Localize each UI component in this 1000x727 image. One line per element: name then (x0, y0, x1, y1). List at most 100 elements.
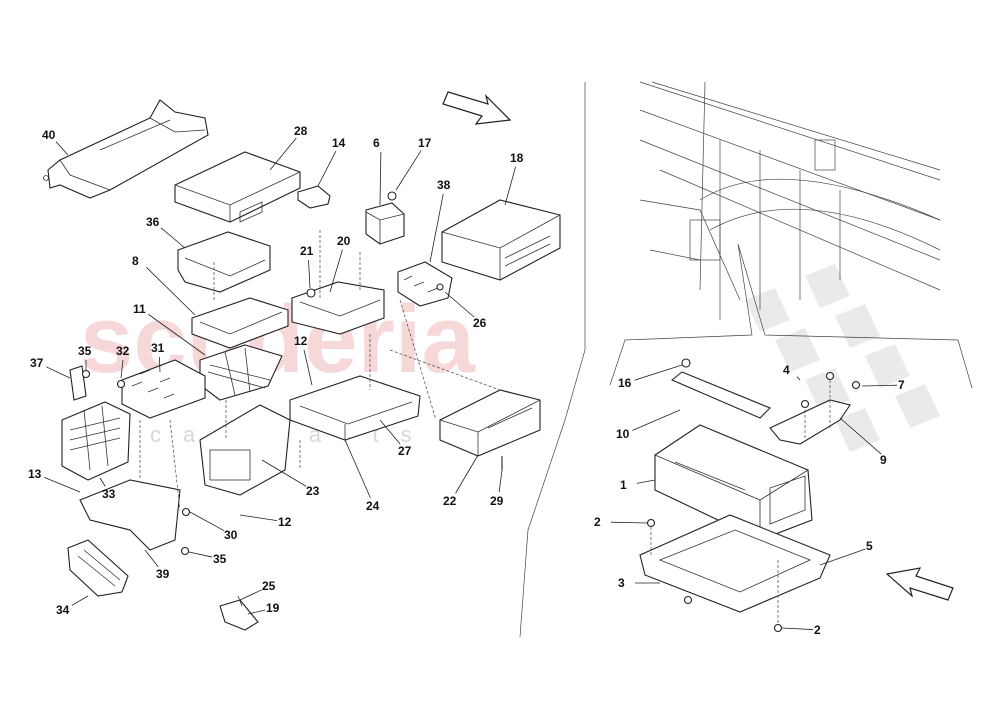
callout-35b: 35 (213, 552, 227, 566)
part-19-sensor (219, 595, 259, 631)
callout-21: 21 (300, 244, 314, 258)
part-28-module (174, 151, 301, 223)
assembly-lines (139, 230, 501, 511)
callout-1: 1 (620, 478, 627, 492)
callout-17: 17 (418, 136, 432, 150)
assembly-lines-right (650, 380, 831, 624)
part-8-control-unit (191, 297, 289, 349)
leader-line-27 (379, 419, 401, 445)
callout-8: 8 (132, 254, 139, 268)
callout-39: 39 (156, 567, 170, 581)
callout-36: 36 (146, 215, 160, 229)
leader-line-14 (317, 150, 337, 187)
leader-line-13 (44, 477, 81, 493)
part-35-screw (180, 546, 190, 556)
leader-line-20 (329, 249, 343, 293)
part-6-sensor (365, 202, 405, 245)
leader-line-37 (45, 366, 71, 379)
leader-line-4 (796, 376, 801, 381)
callout-2b: 2 (814, 623, 821, 637)
leader-line-12a (303, 349, 313, 386)
leader-line-32 (120, 359, 124, 379)
part-34-connector-block (67, 539, 129, 597)
callout-11: 11 (133, 302, 146, 316)
leader-lines (44, 137, 898, 630)
callout-29: 29 (490, 494, 504, 508)
part-4-nut (800, 399, 810, 409)
callout-22: 22 (443, 494, 457, 508)
part-2-screw (773, 623, 783, 633)
callout-30: 30 (224, 528, 238, 542)
callout-6: 6 (373, 136, 380, 150)
callout-7: 7 (898, 378, 905, 392)
section-divider-line (519, 82, 586, 638)
callout-2a: 2 (594, 515, 601, 529)
part-16-nut (681, 358, 691, 368)
leader-line-1 (636, 479, 656, 484)
part-17-nut (387, 191, 397, 201)
part-39-bracket (79, 479, 181, 551)
leader-line-28 (269, 137, 297, 171)
leader-line-24 (344, 439, 371, 498)
callout-26: 26 (473, 316, 487, 330)
detail-zoom-lines (609, 243, 973, 389)
leader-line-23 (261, 459, 307, 487)
callout-40: 40 (42, 128, 56, 142)
leader-line-16 (634, 364, 683, 381)
leader-line-11 (148, 313, 206, 356)
leader-line-30 (189, 511, 225, 532)
leader-line-26 (444, 291, 475, 318)
part-40-cover (43, 99, 209, 199)
leader-line-9 (839, 417, 882, 455)
callout-27: 27 (398, 444, 412, 458)
callout-16: 16 (618, 376, 632, 390)
leader-line-17 (395, 150, 422, 191)
callout-12a: 12 (294, 334, 308, 348)
callout-12b: 12 (278, 515, 292, 529)
leader-line-5 (819, 548, 866, 566)
leader-line-35b (188, 551, 213, 558)
part-4-nut (825, 371, 835, 381)
leader-line-8 (146, 267, 196, 316)
leader-line-34 (71, 595, 89, 606)
part-5-tray (639, 514, 831, 613)
leader-line-29 (498, 469, 503, 493)
callout-10: 10 (616, 427, 630, 441)
part-32-screw (116, 379, 126, 389)
callout-20: 20 (337, 234, 351, 248)
part-18-head-unit (441, 199, 561, 281)
part-23-plate (199, 404, 291, 496)
callout-4: 4 (783, 363, 790, 377)
leader-line-7 (861, 384, 898, 387)
callout-25: 25 (262, 579, 276, 593)
leader-line-6 (379, 151, 382, 206)
part-22-module (439, 389, 541, 457)
callout-33: 33 (102, 487, 116, 501)
leader-line-39 (144, 549, 159, 568)
callout-13: 13 (28, 467, 42, 481)
part-26-nut (436, 283, 444, 291)
leader-line-40 (55, 141, 69, 156)
checkered-flag-watermark (745, 264, 940, 452)
leader-line-2b (781, 627, 814, 630)
leader-line-10 (632, 409, 681, 431)
callout-5: 5 (866, 539, 873, 553)
callout-18: 18 (510, 151, 524, 165)
callout-3: 3 (618, 576, 625, 590)
callout-34: 34 (56, 603, 70, 617)
callout-9: 9 (880, 453, 887, 467)
leader-line-31 (158, 356, 161, 373)
leader-line-36 (160, 227, 186, 249)
leader-line-18 (504, 166, 516, 206)
leader-line-22 (455, 454, 479, 494)
callout-35a: 35 (78, 344, 92, 358)
leader-line-38 (429, 193, 444, 263)
callout-31: 31 (151, 341, 165, 355)
part-21-nut (306, 288, 316, 298)
callout-32: 32 (116, 344, 130, 358)
part-36-bracket (177, 231, 271, 293)
leader-line-33 (99, 477, 106, 487)
callout-14: 14 (332, 136, 346, 150)
